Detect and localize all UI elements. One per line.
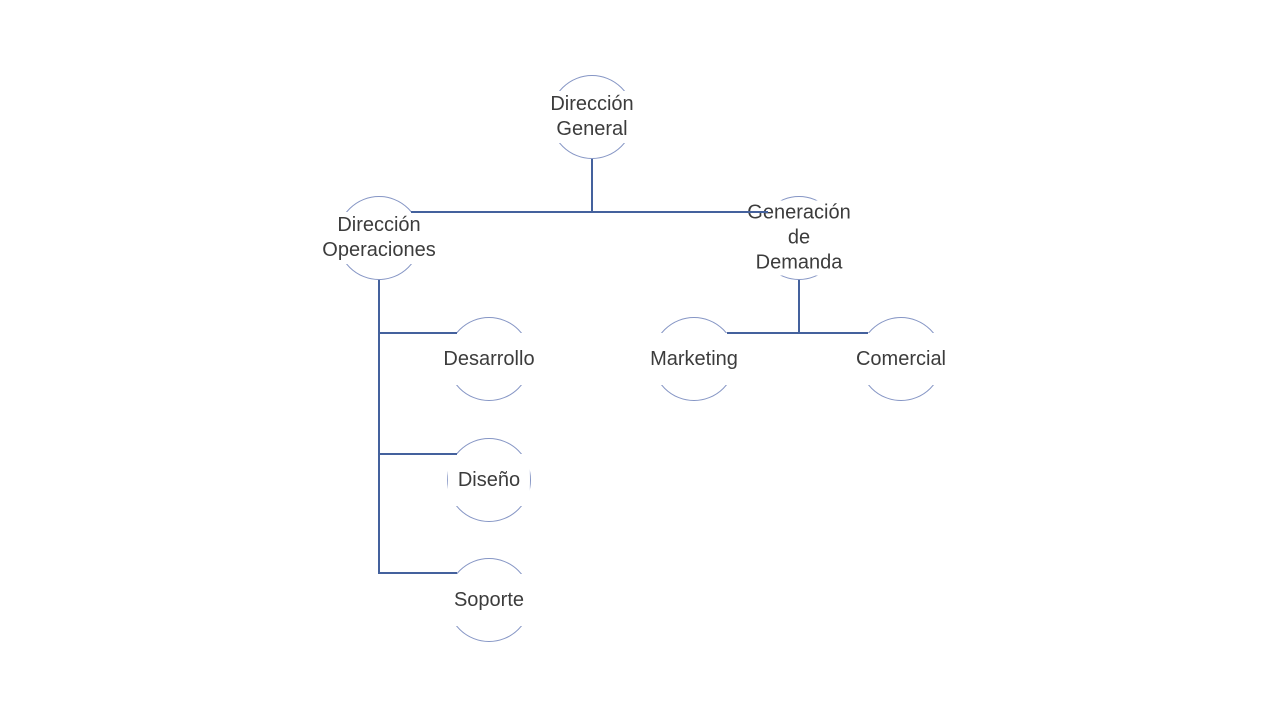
connector-to-diseno [378, 453, 457, 455]
node-label: Soporte [443, 574, 535, 626]
node-label: Marketing [640, 333, 748, 385]
connector-operaciones-stem [378, 280, 380, 574]
node-label: Generación de Demanda [737, 200, 861, 276]
connector-demanda-stem [798, 280, 800, 333]
connector-marketing-comercial-crossbar [727, 332, 868, 334]
node-label: Dirección General [540, 91, 644, 143]
connector-to-desarrollo [378, 332, 457, 334]
node-label: Desarrollo [433, 333, 545, 385]
connector-level2-crossbar [411, 211, 768, 213]
node-circle [447, 438, 531, 522]
node-label: Comercial [845, 333, 957, 385]
node-label: Dirección Operaciones [312, 212, 446, 264]
connector-root-stem [591, 159, 593, 213]
node-label: Diseño [447, 454, 531, 506]
connector-to-soporte [378, 572, 457, 574]
